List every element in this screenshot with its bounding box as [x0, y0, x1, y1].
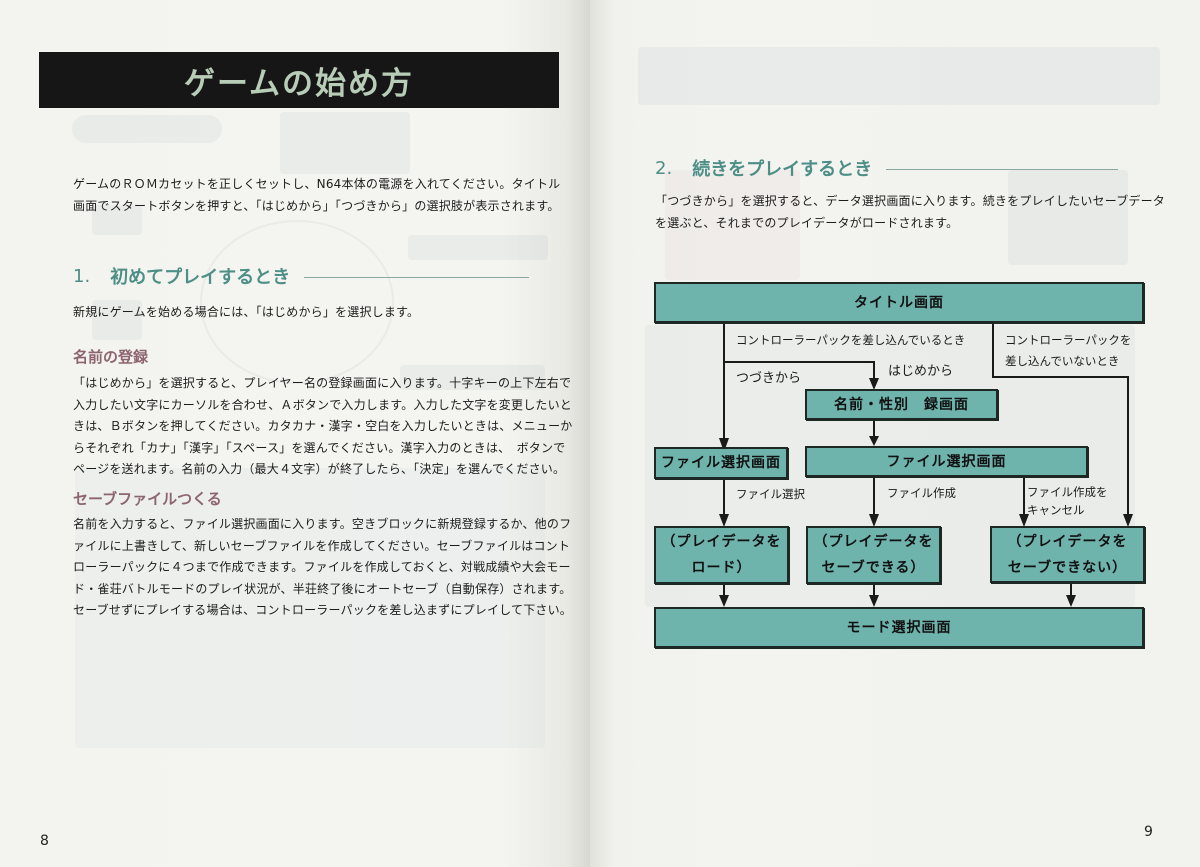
- body-line: 「はじめから」を選択すると、プレイヤー名の登録画面に入ります。十字キーの上下左右…: [73, 376, 572, 390]
- body-line: 入力したい文字にカーソルを合わせ、Ａボタンで入力します。入力した文字を変更したい…: [73, 397, 573, 412]
- flow-box-file-select-continue: ファイル選択画面: [654, 447, 788, 479]
- section-1-body: 新規にゲームを始める場合には、「はじめから」を選択します。: [73, 305, 420, 319]
- box-label: タイトル画面: [854, 294, 944, 311]
- body-line: 名前を入力すると、ファイル選択画面に入ります。空きブロックに新規登録するか、他の…: [73, 517, 572, 531]
- label-pack-inserted: コントローラーパックを差し込んでいるとき: [736, 333, 966, 347]
- box-label-line: （プレイデータを: [1007, 533, 1128, 550]
- save-file-body: 名前を入力すると、ファイル選択画面に入ります。空きブロックに新規登録するか、他の…: [73, 514, 572, 622]
- section-title: 初めてプレイするとき: [110, 267, 291, 288]
- ghost-shape: [72, 115, 222, 143]
- ghost-shape: [280, 112, 410, 174]
- label-file-create: ファイル作成: [887, 486, 956, 500]
- section-1-heading: 1. 初めてプレイするとき: [73, 263, 529, 289]
- body-line: きは、Ｂボタンを押してください。カタカナ・漢字・空白を入力したいときは、メニュー…: [73, 419, 573, 433]
- ghost-shape: [638, 47, 1160, 105]
- body-line: ページを送れます。名前の入力（最大４文字）が終了したら、「決定」を選んでください…: [73, 462, 566, 476]
- label-file-create-cancel-2: キャンセル: [1027, 503, 1085, 517]
- ghost-shape: [408, 235, 548, 260]
- label-file-select: ファイル選択: [736, 487, 805, 501]
- heading-rule: [886, 168, 1118, 170]
- box-label: ファイル選択画面: [661, 455, 781, 471]
- box-label-line: セーブできない）: [1007, 559, 1128, 576]
- ghost-shape: [92, 205, 142, 235]
- ghost-shape: [200, 220, 394, 384]
- page-number-right: 9: [1144, 824, 1153, 840]
- label-continue: つづきから: [736, 371, 802, 386]
- label-new-game: はじめから: [888, 364, 954, 379]
- body-line: ァイルに上書きして、新しいセーブファイルを作成してください。セーブファイルはコン…: [73, 538, 571, 553]
- section-number: 2.: [655, 157, 673, 179]
- box-label-line: ロード）: [691, 560, 752, 576]
- body-line: ド・雀荘バトルモードのプレイ状況が、半荘終了後にオートセーブ（自動保存）されます…: [73, 581, 572, 596]
- box-label: モード選択画面: [846, 619, 952, 636]
- intro-line: 画面でスタートボタンを押すと、「はじめから」「つづきから」の選択肢が表示されます…: [73, 198, 560, 213]
- body-line: セーブせずにプレイする場合は、コントローラーパックを差し込まずにプレイして下さい…: [73, 603, 573, 617]
- name-registration-body: 「はじめから」を選択すると、プレイヤー名の登録画面に入ります。十字キーの上下左右…: [73, 373, 572, 481]
- page-title-bar: ゲームの始め方: [39, 52, 559, 108]
- ghost-shape: [665, 170, 800, 280]
- box-label-line: （プレイデータを: [813, 534, 934, 550]
- body-line: 「つづきから」を選択すると、データ選択画面に入ります。続きをプレイしたいセーブデ…: [655, 194, 1166, 208]
- ghost-shape: [75, 468, 545, 748]
- section-2-body: 「つづきから」を選択すると、データ選択画面に入ります。続きをプレイしたいセーブデ…: [655, 191, 1165, 234]
- flow-box-load-data: （プレイデータを ロード）: [654, 526, 789, 584]
- flow-box-mode-select: モード選択画面: [654, 607, 1144, 648]
- section-2-heading: 2. 続きをプレイするとき: [655, 155, 1118, 181]
- flow-box-file-select-new: ファイル選択画面: [805, 446, 1088, 477]
- label-file-create-cancel-1: ファイル作成を: [1027, 485, 1108, 499]
- box-label: 名前・性別 録画面: [834, 396, 969, 413]
- flow-box-name-gender-registration: 名前・性別 録画面: [805, 389, 998, 420]
- left-page: ゲームの始め方 ゲームのＲＯＭカセットを正しくセットし、N64本体の電源を入れて…: [0, 0, 590, 867]
- box-label-line: （プレイデータを: [661, 534, 782, 550]
- section-title: 続きをプレイするとき: [692, 159, 873, 180]
- label-pack-not-inserted-1: コントローラーパックを: [1005, 333, 1132, 347]
- right-page: 2. 続きをプレイするとき 「つづきから」を選択すると、データ選択画面に入ります…: [590, 0, 1200, 867]
- body-line: らそれぞれ「カナ」「漢字」「スペース」を選んでください。漢字入力のときは、 ボタ…: [73, 440, 566, 455]
- box-label: ファイル選択画面: [886, 453, 1007, 470]
- save-file-heading: セーブファイルつくる: [73, 490, 222, 508]
- ghost-shape: [92, 300, 142, 340]
- ghost-shape: [1008, 170, 1128, 265]
- arrowheads: [719, 378, 1133, 607]
- ghost-shape: [400, 365, 545, 390]
- flowchart-connectors: [719, 322, 1133, 607]
- heading-rule: [304, 276, 529, 278]
- name-registration-heading: 名前の登録: [73, 348, 149, 366]
- intro-paragraph: ゲームのＲＯＭカセットを正しくセットし、N64本体の電源を入れてください。タイト…: [73, 174, 560, 217]
- label-pack-not-inserted-2: 差し込んでいないとき: [1005, 354, 1120, 368]
- section-number: 1.: [73, 265, 91, 287]
- flow-box-can-save: （プレイデータを セーブできる）: [806, 526, 941, 584]
- page-number-left: 8: [40, 833, 49, 849]
- flow-box-cannot-save: （プレイデータを セーブできない）: [990, 526, 1145, 583]
- body-line: ローラーパックに４つまで作成できます。ファイルを作成しておくと、対戦成績や大会モ…: [73, 560, 571, 574]
- intro-line: ゲームのＲＯＭカセットを正しくセットし、N64本体の電源を入れてください。タイト…: [73, 177, 561, 191]
- body-line: を選ぶと、それまでのプレイデータがロードされます。: [655, 215, 959, 230]
- flow-box-title-screen: タイトル画面: [654, 282, 1144, 323]
- page-title: ゲームの始め方: [183, 65, 415, 102]
- box-label-line: セーブできる）: [821, 560, 926, 576]
